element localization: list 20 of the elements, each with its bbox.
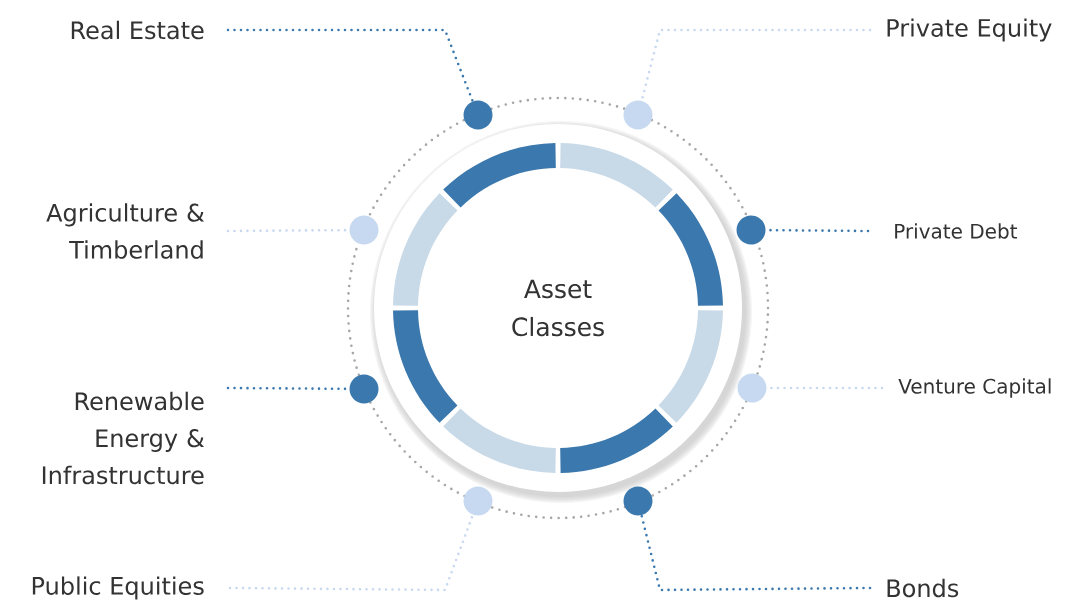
leader-line <box>228 513 475 592</box>
leader-line <box>226 28 474 103</box>
dot <box>623 486 653 516</box>
dot <box>737 373 767 403</box>
category-label: Venture Capital <box>898 378 1051 398</box>
category-label: Bonds <box>887 578 959 598</box>
category-label: Agriculture & Timberland <box>46 203 205 259</box>
dot <box>463 100 493 130</box>
dot <box>736 215 766 245</box>
category-label: Private Equity <box>887 18 1052 42</box>
category-label: Renewable Energy & Infrastructure <box>42 391 205 485</box>
center-label: Asset Classes <box>512 279 604 337</box>
dot <box>349 215 379 245</box>
dot <box>463 486 493 516</box>
dot <box>349 374 379 404</box>
category-label: Private Debt <box>895 223 1018 239</box>
dot <box>623 100 653 130</box>
category-label: Public Equities <box>32 576 204 600</box>
category-label: Real Estate <box>71 20 204 40</box>
leader-line <box>640 513 872 592</box>
